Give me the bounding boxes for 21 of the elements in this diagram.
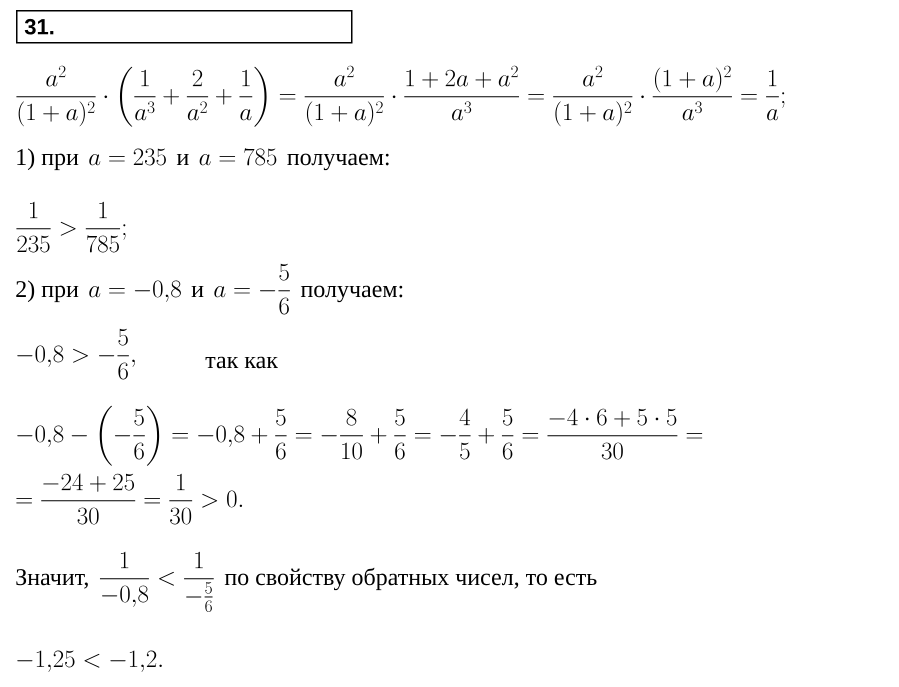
formula: $a = -0{,}8$ [89, 280, 181, 302]
text-line: так как [206, 356, 278, 368]
formula: $a = -\frac{5}{6}$ [214, 264, 290, 314]
text-line: 1) при [17, 148, 78, 170]
text-line: получаем: [300, 286, 402, 302]
text-line: получаем: [287, 154, 389, 170]
text-line: по свойству обратных чисел, то есть [224, 568, 596, 590]
formula: $\frac{1}{-0{,}8}<\frac{1}{-\frac{5}{6}}$ [100, 552, 214, 612]
formula: $-0{,}8 > -\frac{5}{6},$ [17, 328, 135, 380]
formula: $\frac{a^2}{(1+a)^2}\cdot\left(\frac{1}{a^3}+\frac{2}{a^2}+\frac{1}{a}\right)=\frac{a^2}{(1+a)^2}\cdot\frac{1+2a+a^2}{a^3}=\frac{a^2}{(1+a)^2}\cdot\frac{(1+a)^2}{a^3}=\frac{1}{a};$ [16, 66, 784, 127]
formula: $a = 235$ [89, 148, 166, 166]
formula: $\frac{1}{235} > \frac{1}{785};$ [16, 202, 126, 252]
formula: $a = 785$ [200, 148, 276, 166]
formula: $-1{,}25 < -1{,}2.$ [17, 650, 162, 672]
formula: $=\frac{-24+25}{30}=\frac{1}{30}>0.$ [16, 474, 242, 524]
text-line: и [192, 286, 204, 297]
text-line: и [176, 154, 189, 165]
formula: $-0{,}8-\left(-\frac{5}{6}\right)=-0{,}8+\frac{5}{6}=-\frac{8}{10}+\frac{5}{6}=-\frac{4}{5}+\frac{5}{6}=\frac{-4\cdot 6+5\cdot 5}{30}=$ [17, 406, 702, 466]
heading-box: 31. [16, 10, 352, 44]
text-line: Значит, [16, 569, 88, 589]
text-line: 2) при [16, 280, 78, 302]
